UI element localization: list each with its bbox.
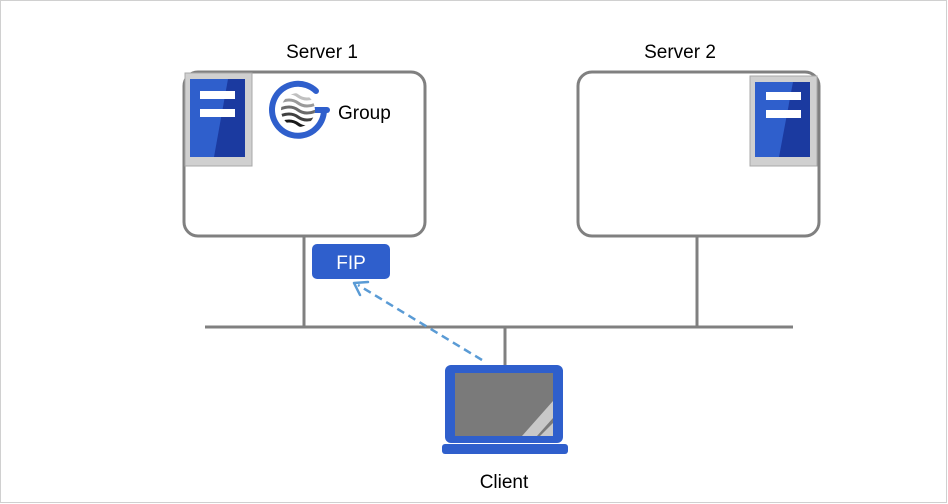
client-label: Client	[480, 472, 529, 493]
server1[interactable]: Server 1 Group	[182, 42, 427, 238]
server2[interactable]: Server 2	[576, 42, 821, 238]
fip-badge[interactable]: FIP	[312, 244, 390, 279]
server1-label: Server 1	[286, 42, 358, 63]
server-icon	[749, 75, 818, 167]
server-icon	[184, 72, 253, 167]
fip-label: FIP	[336, 253, 366, 274]
laptop-icon	[442, 365, 568, 454]
server2-label: Server 2	[644, 42, 716, 63]
client[interactable]: Client	[442, 365, 568, 493]
arrow-icon	[352, 280, 483, 362]
network-lines	[205, 236, 793, 365]
fip-background	[312, 244, 390, 279]
group-label: Group	[338, 103, 391, 124]
